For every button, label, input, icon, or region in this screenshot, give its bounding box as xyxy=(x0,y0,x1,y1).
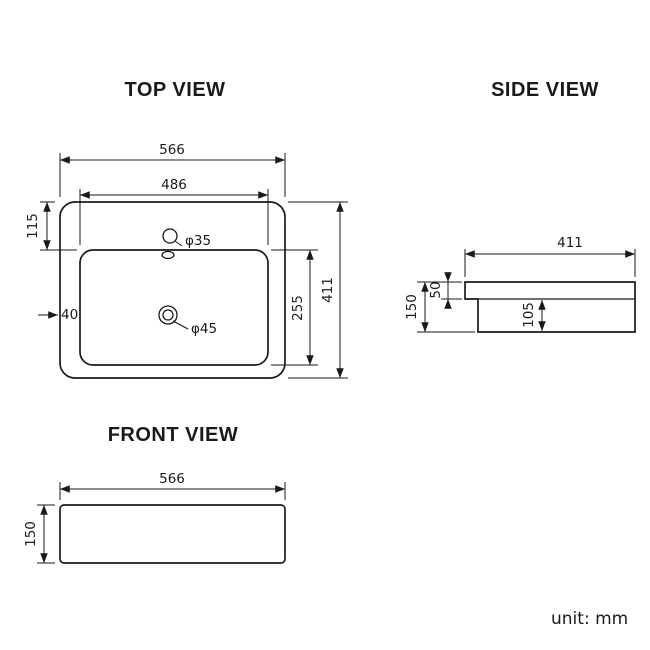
dim-side-rim-thickness: 50 xyxy=(428,281,444,298)
top-view-title: TOP VIEW xyxy=(124,79,225,101)
dim-top-bowl-depth: 255 xyxy=(290,295,306,321)
dim-top-overall-depth: 411 xyxy=(320,277,336,303)
basin-front-profile xyxy=(59,504,286,564)
dim-front-overall-height: 150 xyxy=(23,521,39,547)
top-view: TOP VIEW xyxy=(25,79,348,379)
drain-hole-outer xyxy=(158,305,178,325)
side-view-outline xyxy=(464,281,636,333)
side-view: SIDE VIEW 411 50 150 105 xyxy=(404,79,636,333)
top-view-extension-lines xyxy=(40,153,348,379)
label-faucet-hole-diameter: φ35 xyxy=(185,233,211,249)
dim-side-overall-height: 150 xyxy=(404,294,420,320)
overflow-hole xyxy=(161,250,175,260)
front-view-extension-lines xyxy=(37,482,286,564)
label-drain-hole-diameter: φ45 xyxy=(191,321,217,337)
dim-side-overall-depth: 411 xyxy=(557,235,583,251)
side-view-dimensions: 411 50 150 105 xyxy=(404,235,636,333)
side-view-title: SIDE VIEW xyxy=(491,79,599,101)
dim-top-rim-side-gap: 40 xyxy=(61,307,78,323)
dim-top-inner-width: 486 xyxy=(161,177,187,193)
front-view: FRONT VIEW 566 150 xyxy=(23,424,286,564)
basin-outer-rim xyxy=(59,201,286,379)
top-view-outline xyxy=(59,201,286,379)
top-view-dimensions: 566 486 115 40 φ35 φ45 255 411 xyxy=(25,142,344,379)
basin-side-profile xyxy=(464,281,636,333)
unit-label: unit: mm xyxy=(551,609,628,629)
front-view-outline xyxy=(59,504,286,564)
dim-side-bowl-inner-depth: 105 xyxy=(521,302,537,328)
dim-front-overall-width: 566 xyxy=(159,471,185,487)
front-view-title: FRONT VIEW xyxy=(108,424,239,446)
dim-top-rim-to-bowl: 115 xyxy=(25,213,41,239)
basin-bowl xyxy=(79,249,269,366)
drain-hole-inner xyxy=(162,309,174,321)
faucet-hole xyxy=(162,228,178,244)
dim-top-overall-width: 566 xyxy=(159,142,185,158)
front-view-dimensions: 566 150 xyxy=(23,471,286,564)
